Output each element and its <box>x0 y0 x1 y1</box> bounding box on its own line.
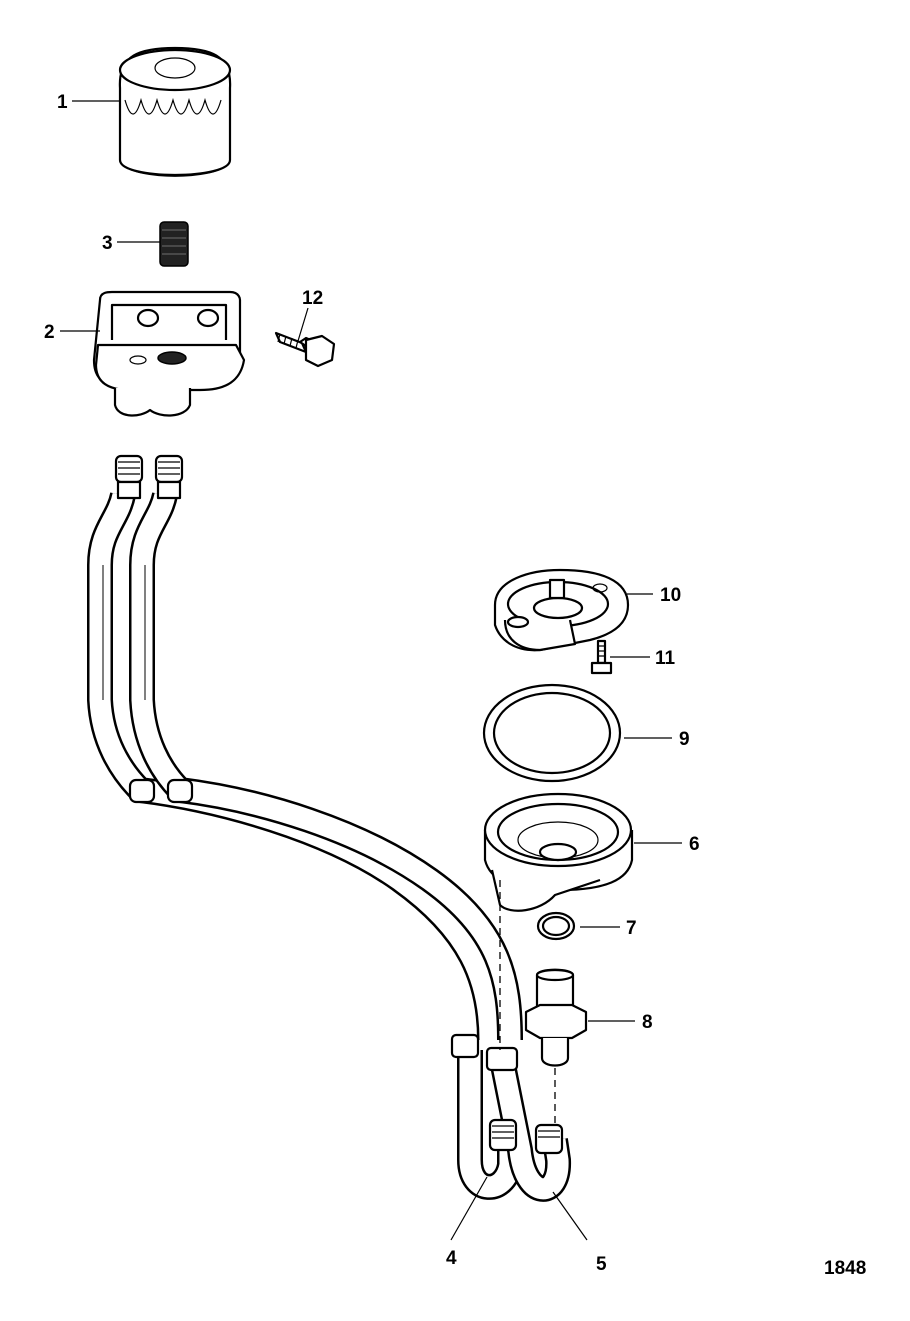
small-screw <box>590 639 613 675</box>
callout-1: 1 <box>57 92 68 113</box>
callout-10: 10 <box>660 585 681 606</box>
upper-hose-fittings <box>114 454 194 804</box>
callout-3: 3 <box>102 233 113 254</box>
adapter-cover <box>493 568 630 652</box>
callout-5: 5 <box>596 1254 607 1275</box>
callout-4: 4 <box>446 1248 457 1269</box>
callout-12: 12 <box>302 288 323 309</box>
filter-housing <box>483 792 634 912</box>
filter-adapter <box>92 290 246 417</box>
o-ring <box>482 683 622 783</box>
assembly-line <box>499 880 556 1125</box>
oil-filter <box>118 46 232 177</box>
callout-7: 7 <box>626 918 637 939</box>
oil-hoses <box>87 491 572 1202</box>
callout-6: 6 <box>689 834 700 855</box>
callout-11: 11 <box>655 648 676 669</box>
lower-hose-fittings <box>450 1033 564 1155</box>
threaded-fitting <box>159 221 189 267</box>
sealing-washer <box>536 911 576 941</box>
callout-9: 9 <box>679 729 690 750</box>
hex-adapter <box>524 968 588 1067</box>
figure-number: 1848 <box>824 1258 866 1279</box>
leader-lines <box>60 100 682 1241</box>
bolt <box>274 331 336 368</box>
callout-2: 2 <box>44 322 55 343</box>
callout-8: 8 <box>642 1012 653 1033</box>
